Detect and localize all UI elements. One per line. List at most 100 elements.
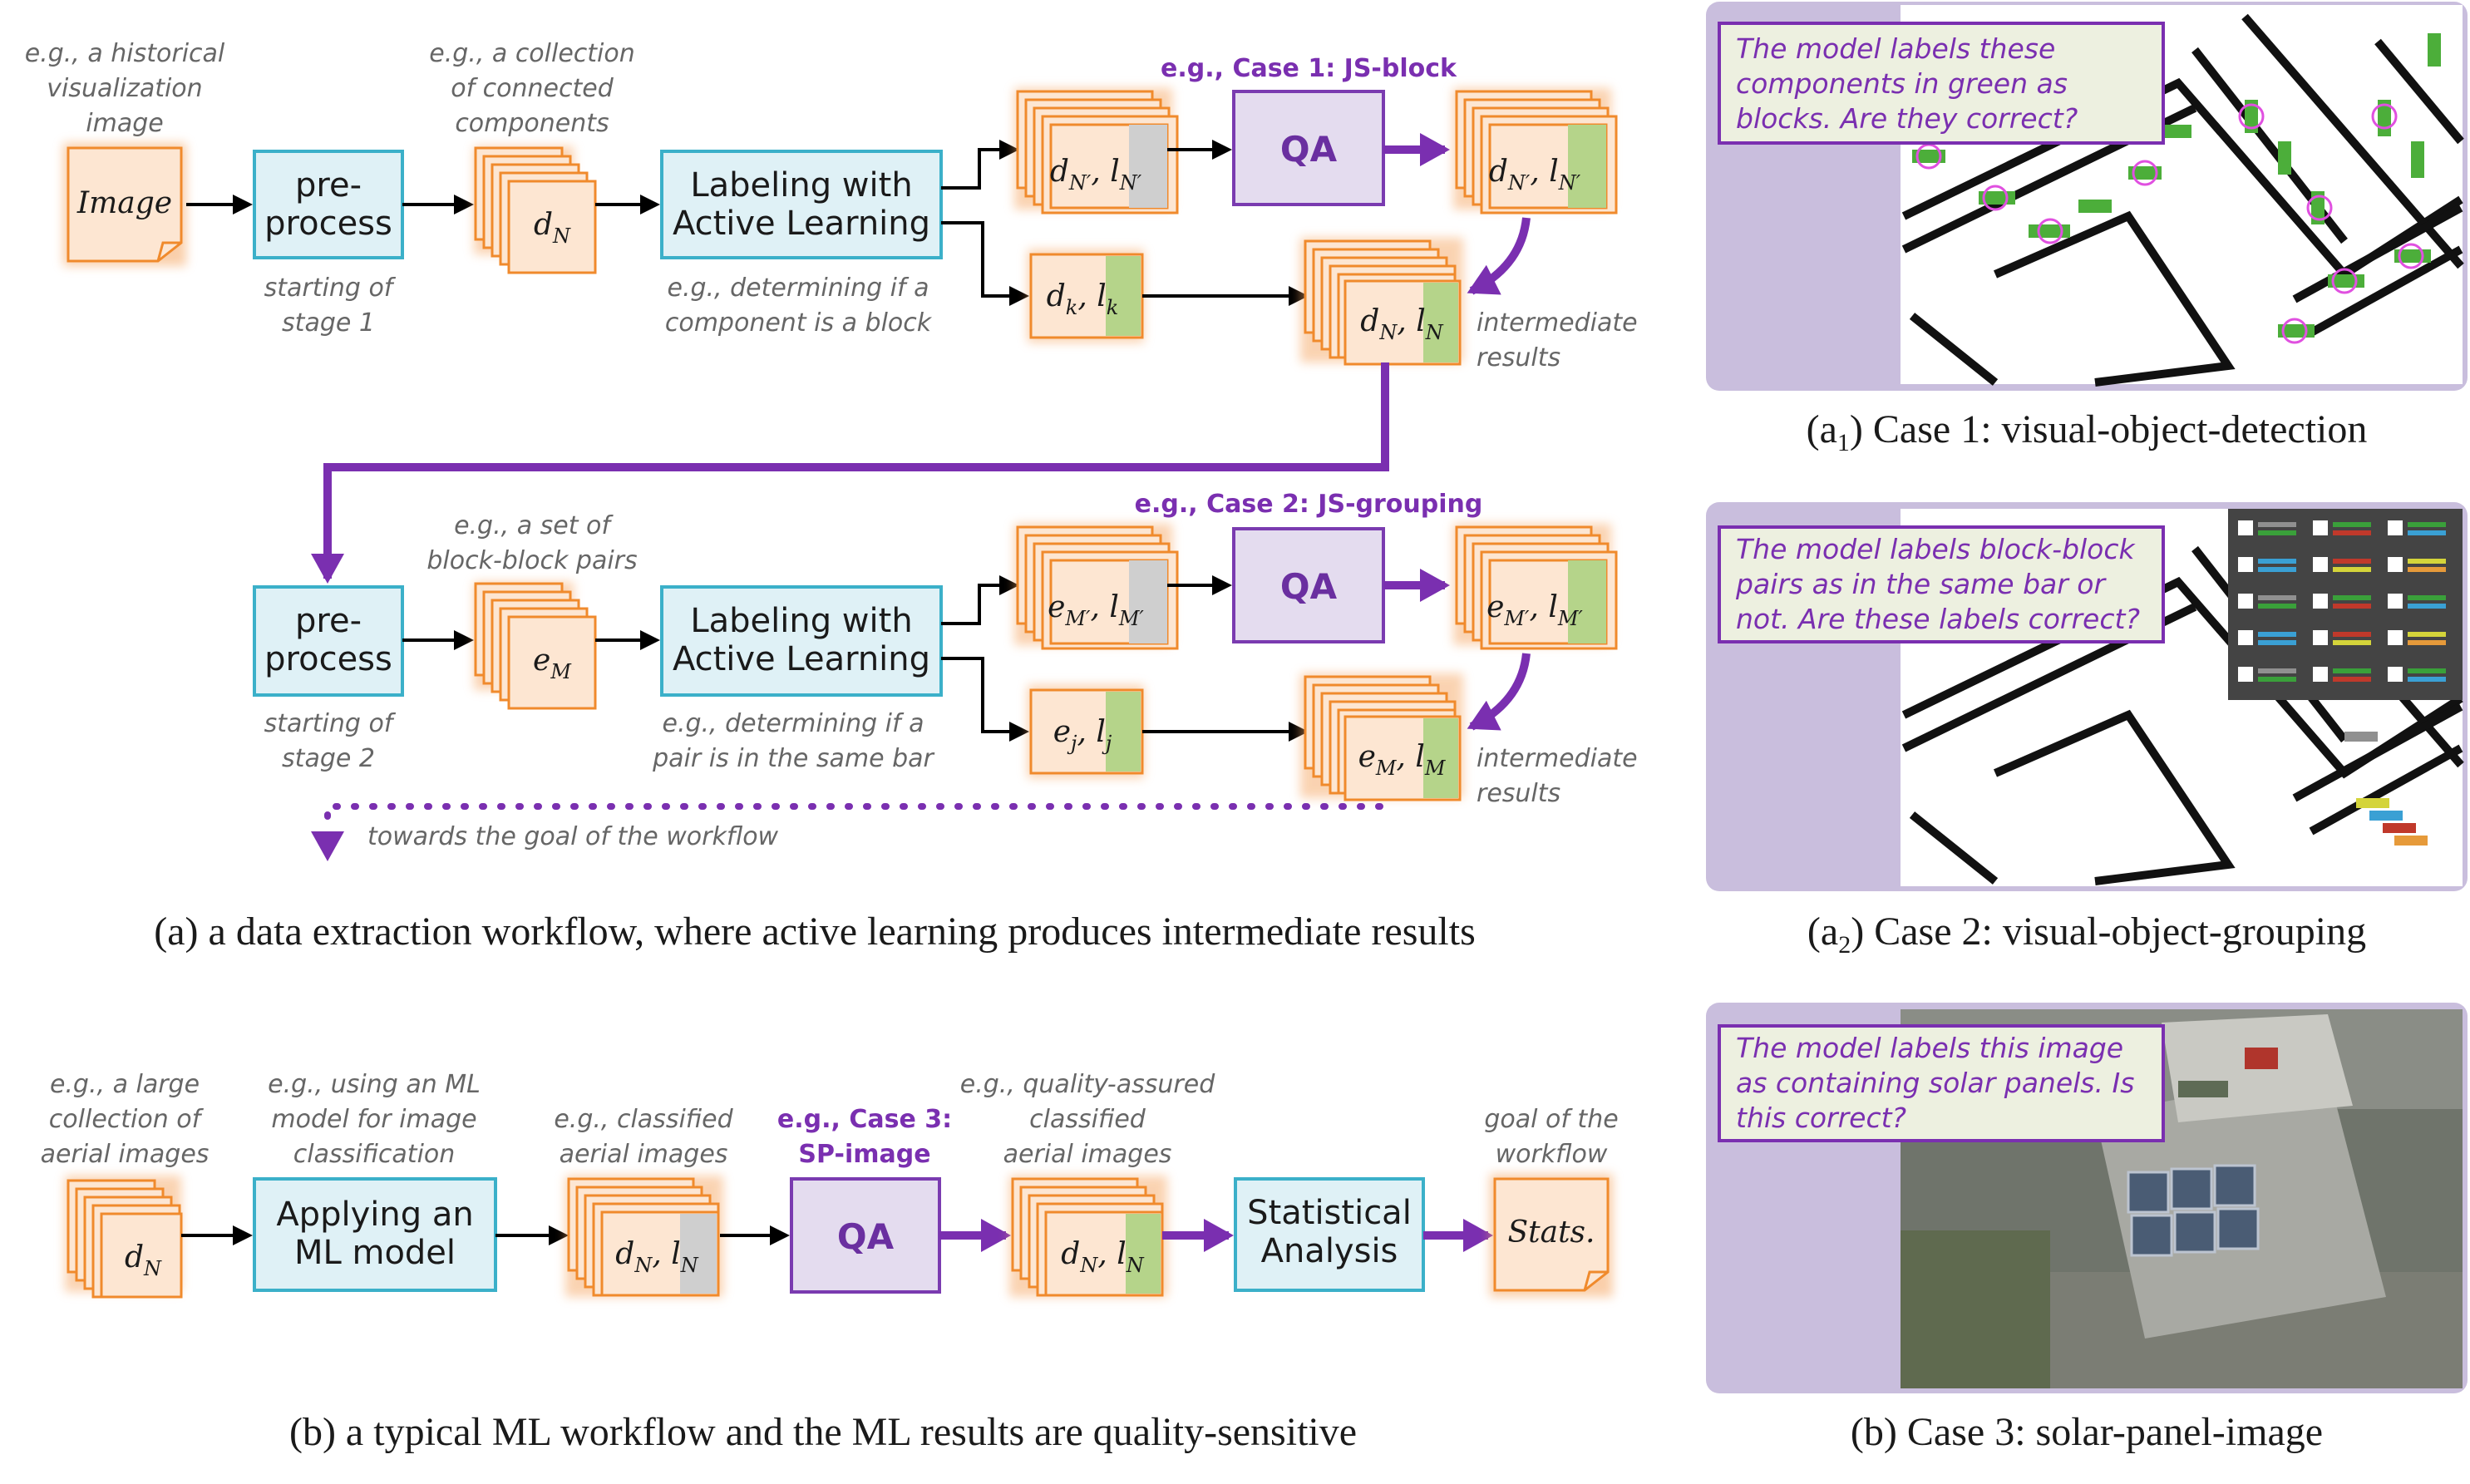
preprocess-1-line2: process bbox=[264, 205, 392, 243]
note-det-1: e.g., determining if a bbox=[667, 274, 929, 303]
note-ml-2: model for image bbox=[271, 1105, 476, 1134]
stack-ej: ej, lj bbox=[1028, 685, 1144, 778]
note-pairs-1: e.g., a set of bbox=[454, 511, 614, 540]
note-historical-1: e.g., a historical bbox=[25, 39, 225, 68]
stack-dk: dk, lk bbox=[1028, 249, 1144, 343]
stack-dN-prime-unlabeled: dN′, lN′ bbox=[1014, 88, 1179, 214]
aerial-photo bbox=[1901, 1009, 2463, 1388]
panel-case3: The model labels this image as containin… bbox=[1706, 1003, 2468, 1393]
legend-bar bbox=[2333, 640, 2371, 645]
note-inter1-2: results bbox=[1477, 343, 1560, 372]
legend-bar bbox=[2333, 668, 2371, 673]
panel3-question-2: as containing solar panels. Is bbox=[1736, 1067, 2134, 1099]
labeling-2-line1: Labeling with bbox=[690, 602, 912, 640]
legend-bar bbox=[2258, 522, 2296, 527]
case1-label: e.g., Case 1: JS-block bbox=[1161, 54, 1457, 83]
colored-pairs bbox=[2344, 732, 2428, 846]
legend-bar bbox=[2258, 640, 2296, 645]
note-det2-2: pair is in the same bar bbox=[652, 744, 934, 773]
stats-document: Stats. bbox=[1490, 1174, 1613, 1297]
arrow-labeling2-to-ej bbox=[941, 657, 1029, 742]
qa-box-1: QA bbox=[1232, 90, 1385, 206]
stack-classified: dN, lN bbox=[565, 1176, 723, 1297]
preprocess-1-line1: pre- bbox=[295, 166, 362, 205]
note-goal-1: goal of the bbox=[1484, 1105, 1618, 1134]
stack-dN-aerial: dN bbox=[65, 1176, 183, 1299]
label-ej: ej, lj bbox=[1053, 715, 1112, 755]
note-stage2-1: starting of bbox=[264, 709, 397, 738]
stats-label: Stats. bbox=[1508, 1215, 1595, 1250]
legend-bar bbox=[2408, 632, 2446, 637]
legend-bar bbox=[2258, 604, 2296, 609]
preprocess-box-2: pre- process bbox=[253, 585, 404, 697]
stack-dN: dN bbox=[474, 146, 597, 274]
note-stage1-2: stage 1 bbox=[282, 308, 375, 338]
note-inter1-1: intermediate bbox=[1477, 308, 1638, 338]
panel2-question-2: pairs as in the same bar or bbox=[1735, 568, 2107, 600]
legend-bar bbox=[2333, 522, 2371, 527]
legend-bar bbox=[2408, 677, 2446, 682]
note-stage2-2: stage 2 bbox=[282, 744, 375, 773]
case3-label-2: SP-image bbox=[798, 1140, 930, 1169]
legend-bar bbox=[2333, 567, 2371, 572]
labeling-2-line2: Active Learning bbox=[673, 640, 930, 678]
caption-case1: (a1) Case 1: visual-object-detection bbox=[1807, 407, 2368, 456]
legend-checkbox bbox=[2388, 557, 2403, 572]
legend-checkbox bbox=[2313, 630, 2328, 645]
note-ml-1: e.g., using an ML bbox=[268, 1070, 481, 1099]
stack-dN-prime-labeled: dN′, lN′ bbox=[1453, 88, 1618, 214]
panel1-question-2: components in green as bbox=[1736, 67, 2068, 100]
qa-box-3: QA bbox=[790, 1177, 941, 1294]
label-dk: dk, lk bbox=[1047, 279, 1119, 319]
note-inter2-1: intermediate bbox=[1477, 744, 1638, 773]
legend-bar bbox=[2258, 567, 2296, 572]
curved-arrow-1 bbox=[1467, 217, 1531, 295]
legend-bar bbox=[2408, 668, 2446, 673]
legend-bar bbox=[2258, 632, 2296, 637]
legend-bar bbox=[2333, 530, 2371, 535]
panel-case2: The model labels block-block pairs as in… bbox=[1706, 502, 2468, 891]
label-dN-aerial: dN bbox=[125, 1240, 162, 1280]
dotted-towards-goal bbox=[324, 803, 1383, 835]
note-qac-3: aerial images bbox=[1003, 1140, 1172, 1169]
label-dN: dN bbox=[534, 208, 571, 248]
legend-bar bbox=[2408, 640, 2446, 645]
arrow-to-stage2 bbox=[311, 362, 1389, 584]
legend-checkbox bbox=[2313, 520, 2328, 535]
pink-circles-1 bbox=[1915, 103, 2424, 344]
qa-2-label: QA bbox=[1280, 566, 1338, 607]
legend-checkbox bbox=[2388, 520, 2403, 535]
panel1-question-1: The model labels these bbox=[1736, 32, 2055, 65]
legend-bar bbox=[2333, 559, 2371, 564]
legend-bar bbox=[2258, 595, 2296, 600]
legend-checkbox bbox=[2313, 667, 2328, 682]
panel2-question-1: The model labels block-block bbox=[1736, 533, 2137, 565]
stack-eM-prime-unlabeled: eM′, lM′ bbox=[1014, 524, 1179, 650]
note-aer-2: collection of bbox=[49, 1105, 205, 1134]
caption-a: (a) a data extraction workflow, where ac… bbox=[154, 910, 1476, 954]
note-cls-1: e.g., classified bbox=[554, 1105, 733, 1134]
note-goal-2: workflow bbox=[1496, 1140, 1608, 1169]
caption-case3: (b) Case 3: solar-panel-image bbox=[1851, 1410, 2323, 1454]
dotted-arrowhead bbox=[311, 831, 344, 861]
legend-bar bbox=[2258, 668, 2296, 673]
legend-checkbox bbox=[2313, 594, 2328, 609]
note-ml-3: classification bbox=[293, 1140, 456, 1169]
labeling-1-line1: Labeling with bbox=[690, 166, 912, 205]
preprocess-box-1: pre- process bbox=[253, 150, 404, 259]
legend-checkbox bbox=[2238, 630, 2253, 645]
stat-line2: Analysis bbox=[1261, 1232, 1398, 1270]
note-historical-3: image bbox=[86, 109, 163, 138]
stack-eM-lM: eM, lM bbox=[1300, 673, 1463, 801]
note-connected-2: of connected bbox=[451, 74, 614, 103]
legend-bar bbox=[2408, 522, 2446, 527]
note-connected-1: e.g., a collection bbox=[429, 39, 635, 68]
note-stage1-1: starting of bbox=[264, 274, 397, 303]
solar-panels bbox=[2127, 1164, 2260, 1257]
legend-bar bbox=[2408, 559, 2446, 564]
panel1-question-3: blocks. Are they correct? bbox=[1736, 102, 2078, 135]
apply-ml-line2: ML model bbox=[294, 1234, 456, 1272]
stat-line1: Statistical bbox=[1247, 1194, 1412, 1232]
legend-checkbox bbox=[2388, 594, 2403, 609]
